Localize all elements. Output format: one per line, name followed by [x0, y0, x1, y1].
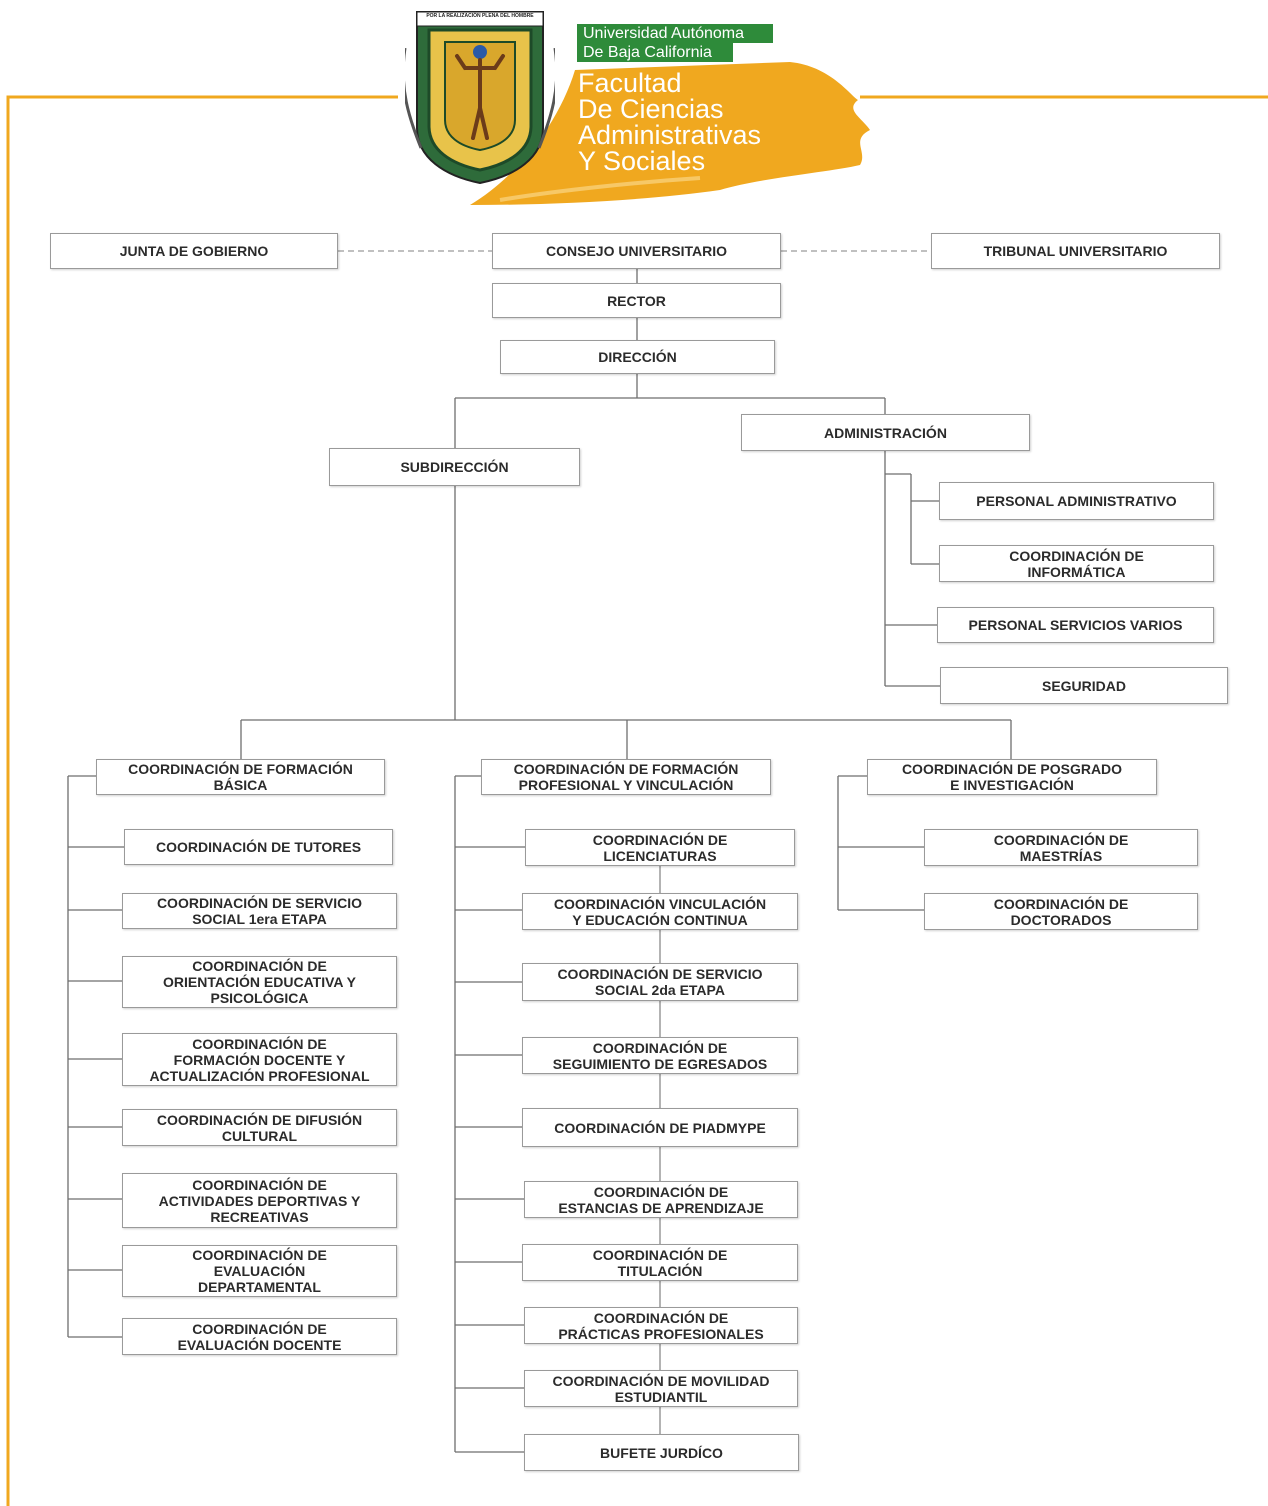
box-g2-child-5: COORDINACIÓN DE PIADMYPE [522, 1108, 798, 1147]
frame-line-left [6, 95, 398, 1506]
box-coordinacion-informatica: COORDINACIÓN DE INFORMÁTICA [939, 545, 1214, 582]
box-g2-child-2: COORDINACIÓN VINCULACIÓN Y EDUCACIÓN CON… [522, 893, 798, 930]
box-g2-child-9: COORDINACIÓN DE MOVILIDAD ESTUDIANTIL [524, 1370, 798, 1407]
faculty-logo: POR LA REALIZACIÓN PLENA DEL HOMBRE Univ… [0, 0, 1268, 215]
box-seguridad: SEGURIDAD [940, 667, 1228, 704]
box-subdireccion: SUBDIRECCIÓN [329, 448, 580, 486]
box-g3-child-2: COORDINACIÓN DE DOCTORADOS [924, 893, 1198, 930]
box-g2-child-6: COORDINACIÓN DE ESTANCIAS DE APRENDIZAJE [524, 1181, 798, 1218]
box-personal-administrativo: PERSONAL ADMINISTRATIVO [939, 482, 1214, 520]
box-group-head-formacion-basica: COORDINACIÓN DE FORMACIÓN BÁSICA [96, 759, 385, 795]
box-g2-child-10: BUFETE JURDÍCO [524, 1434, 799, 1471]
box-group-head-formacion-profesional: COORDINACIÓN DE FORMACIÓN PROFESIONAL Y … [481, 759, 771, 795]
box-g1-child-4: COORDINACIÓN DE FORMACIÓN DOCENTE Y ACTU… [122, 1033, 397, 1086]
faculty-line4: Y Sociales [578, 146, 706, 176]
box-personal-servicios-varios: PERSONAL SERVICIOS VARIOS [937, 607, 1214, 643]
box-g1-child-2: COORDINACIÓN DE SERVICIO SOCIAL 1era ETA… [122, 893, 397, 929]
box-g1-child-1: COORDINACIÓN DE TUTORES [124, 829, 393, 865]
faculty-line2: De Ciencias [578, 94, 724, 124]
box-tribunal-universitario: TRIBUNAL UNIVERSITARIO [931, 233, 1220, 269]
box-junta-de-gobierno: JUNTA DE GOBIERNO [50, 233, 338, 269]
box-g2-child-8: COORDINACIÓN DE PRÁCTICAS PROFESIONALES [524, 1307, 798, 1344]
box-g1-child-6: COORDINACIÓN DE ACTIVIDADES DEPORTIVAS Y… [122, 1173, 397, 1228]
box-g1-child-5: COORDINACIÓN DE DIFUSIÓN CULTURAL [122, 1109, 397, 1146]
box-g2-child-7: COORDINACIÓN DE TITULACIÓN [522, 1244, 798, 1281]
faculty-line3: Administrativas [578, 120, 762, 150]
box-g2-child-3: COORDINACIÓN DE SERVICIO SOCIAL 2da ETAP… [522, 963, 798, 1001]
seal-motto: POR LA REALIZACIÓN PLENA DEL HOMBRE [426, 13, 534, 19]
box-g2-child-4: COORDINACIÓN DE SEGUIMIENTO DE EGRESADOS [522, 1037, 798, 1074]
university-name-line1: Universidad Autónoma [577, 24, 773, 43]
box-administracion: ADMINISTRACIÓN [741, 414, 1030, 451]
box-group-head-posgrado: COORDINACIÓN DE POSGRADO E INVESTIGACIÓN [867, 759, 1157, 795]
box-g1-child-3: COORDINACIÓN DE ORIENTACIÓN EDUCATIVA Y … [122, 956, 397, 1008]
university-name-line1-text: Universidad Autónoma [583, 25, 744, 42]
box-g3-child-1: COORDINACIÓN DE MAESTRÍAS [924, 829, 1198, 866]
box-consejo-universitario: CONSEJO UNIVERSITARIO [492, 233, 781, 269]
university-seal [405, 11, 555, 185]
box-g1-child-8: COORDINACIÓN DE EVALUACIÓN DOCENTE [122, 1318, 397, 1355]
box-rector: RECTOR [492, 283, 781, 318]
orange-brush-stroke [470, 62, 870, 205]
box-g1-child-7: COORDINACIÓN DE EVALUACIÓN DEPARTAMENTAL [122, 1245, 397, 1297]
university-name-line2: De Baja California [577, 43, 733, 62]
box-g2-child-1: COORDINACIÓN DE LICENCIATURAS [525, 829, 795, 866]
box-direccion: DIRECCIÓN [500, 340, 775, 374]
university-name-line2-text: De Baja California [583, 44, 712, 61]
faculty-line1: Facultad [578, 68, 682, 98]
